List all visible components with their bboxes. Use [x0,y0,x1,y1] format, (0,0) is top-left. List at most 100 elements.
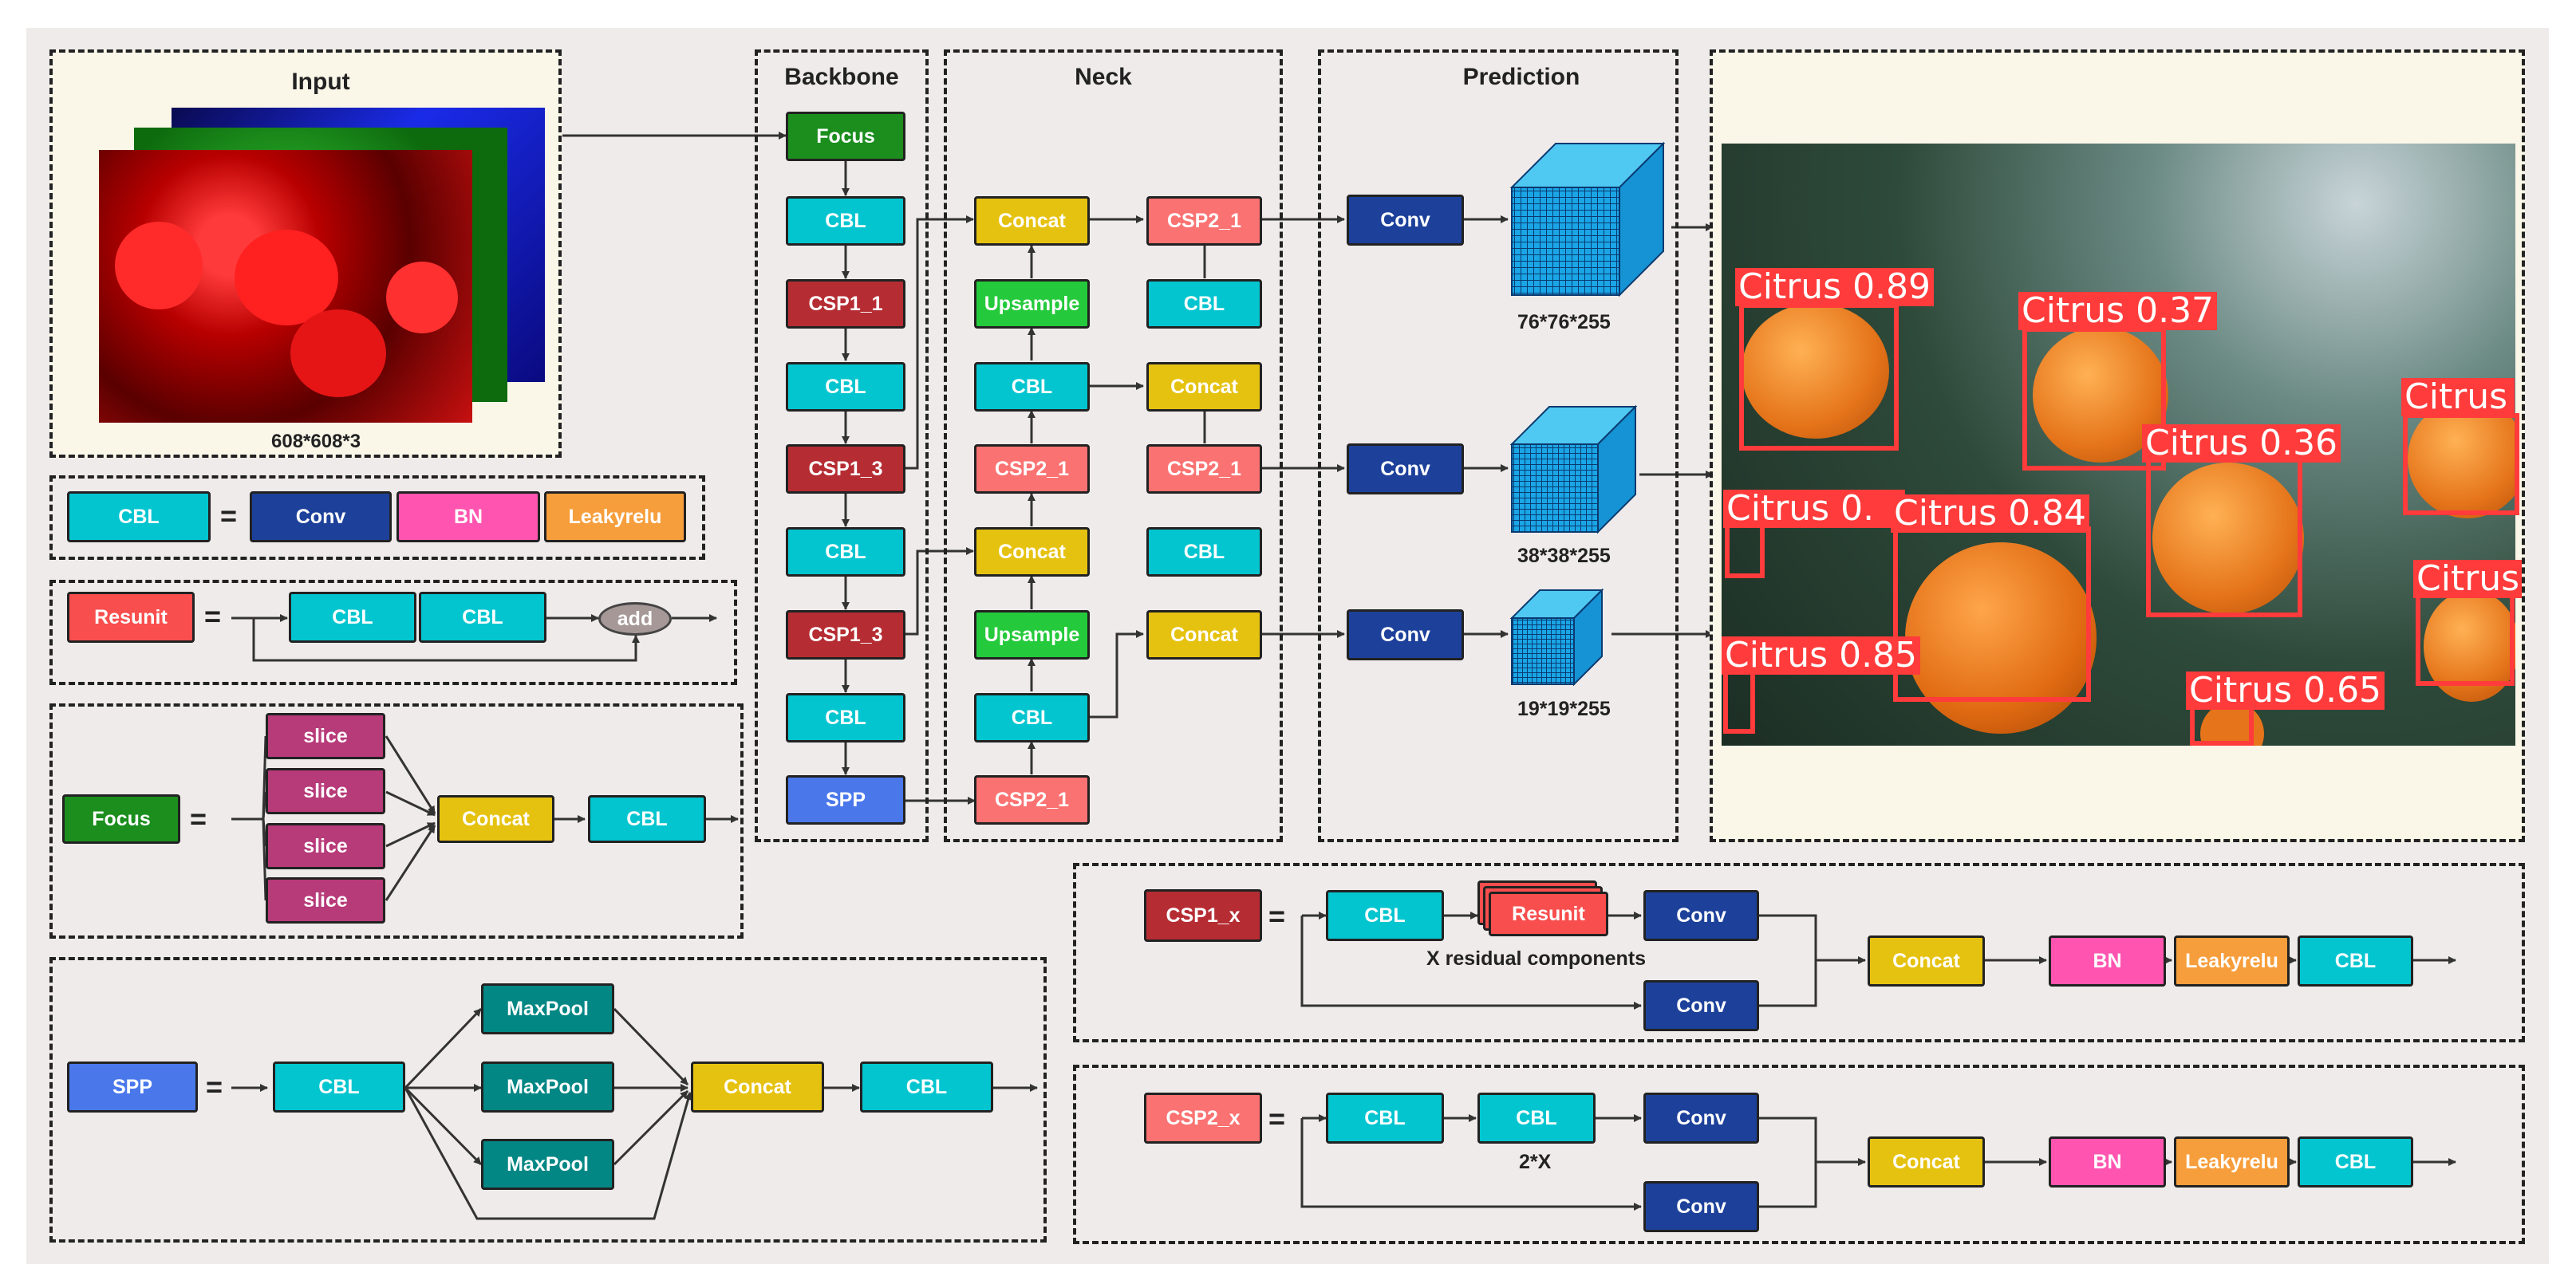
equals-sign: = [220,499,238,532]
neck-csp2-1-block: CSP2_1 [974,775,1090,825]
add-operation: add [598,602,672,636]
neck-output-csp2-1-block: CSP2_1 [1146,444,1262,494]
legend-csp1-x-block: CSP1_x [1144,889,1262,942]
legend-cbl-block: CBL [289,592,416,643]
prediction-conv-block: Conv [1347,195,1464,246]
legend-cbl-block: CBL [419,592,546,643]
prediction-conv-block: Conv [1347,609,1464,660]
backbone-spp-block: SPP [786,775,905,825]
repeat-note: 2*X [1519,1151,1552,1173]
backbone-csp1-1-block: CSP1_1 [786,279,905,329]
legend-cbl-panel [49,475,705,560]
maxpool-block: MaxPool [481,1139,614,1190]
equals-sign: = [1268,900,1286,932]
legend-concat-block: Concat [1868,935,1985,987]
equals-sign: = [206,1070,223,1103]
input-red-channel-image [99,150,472,423]
prediction-title: Prediction [1462,64,1580,90]
residual-components-note: X residual components [1426,947,1647,970]
backbone-cbl-block: CBL [786,527,905,577]
legend-spp-block: SPP [67,1062,198,1113]
maxpool-block: MaxPool [481,983,614,1034]
input-size-label: 608*608*3 [271,431,361,452]
legend-cbl-block: CBL [1326,890,1444,941]
neck-output-concat-block: Concat [1146,610,1262,660]
legend-concat-block: Concat [437,795,554,843]
neck-output-csp2-1-block: CSP2_1 [1146,196,1262,246]
legend-csp2-panel [1073,1065,2525,1244]
detection-box [1739,303,1899,451]
slice-block: slice [266,823,385,869]
prediction-conv-block: Conv [1347,443,1464,494]
detection-box [1893,526,2091,702]
feature-map-cube-38 [1509,404,1638,534]
detection-label: Citrus 0.84 [1891,494,2090,533]
legend-cbl-block: CBL [588,795,706,843]
legend-focus-block: Focus [62,794,180,844]
equals-sign: = [190,802,207,835]
neck-output-cbl-block: CBL [1146,279,1262,329]
feature-map-cube-76 [1509,141,1666,297]
neck-csp2-1-block: CSP2_1 [974,444,1090,494]
backbone-csp1-3-block: CSP1_3 [786,444,905,494]
legend-concat-block: Concat [1868,1136,1985,1188]
legend-conv-block: Conv [250,491,392,542]
detection-label: Citrus 0.85 [1722,636,1921,675]
neck-upsample-block: Upsample [974,610,1090,660]
legend-leakyrelu-block: Leakyrelu [2174,1136,2290,1188]
detection-label: Citrus 0.89 [1735,268,1935,306]
backbone-title: Backbone [784,64,899,90]
slice-block: slice [266,713,385,759]
legend-resunit-panel [49,580,737,685]
legend-resunit-block: Resunit [1489,892,1608,936]
legend-leakyrelu-block: Leakyrelu [2174,935,2290,987]
neck-cbl-block: CBL [974,693,1090,742]
legend-resunit-block: Resunit [67,592,195,643]
neck-concat-block: Concat [974,527,1090,577]
backbone-cbl-block: CBL [786,196,905,246]
detection-label: Citrus 0. [1723,490,1905,528]
legend-leakyrelu-block: Leakyrelu [544,491,686,542]
slice-block: slice [266,768,385,814]
legend-conv-block: Conv [1643,890,1759,941]
detection-box [2146,448,2302,617]
legend-focus-panel [49,703,744,939]
neck-panel [944,49,1283,842]
legend-cbl-block: CBL [273,1062,405,1113]
backbone-cbl-block: CBL [786,362,905,412]
neck-upsample-block: Upsample [974,279,1090,329]
equals-sign: = [1268,1102,1286,1135]
legend-csp1-panel [1073,863,2525,1042]
prediction-size-label: 76*76*255 [1517,311,1611,333]
legend-bn-block: BN [396,491,540,542]
neck-title: Neck [1075,64,1132,90]
slice-block: slice [266,877,385,924]
backbone-cbl-block: CBL [786,693,905,742]
legend-cbl-block: CBL [1326,1093,1444,1144]
legend-cbl-block: CBL [1477,1093,1596,1144]
prediction-size-label: 38*38*255 [1517,545,1611,567]
legend-bn-block: BN [2049,935,2166,987]
neck-concat-block: Concat [974,196,1090,246]
backbone-panel [755,49,929,842]
backbone-csp1-3-block: CSP1_3 [786,610,905,660]
neck-output-cbl-block: CBL [1146,527,1262,577]
detection-label: Citrus 0.36 [2142,424,2341,463]
prediction-panel [1318,49,1679,842]
detection-label: Citrus 0.37 [2018,292,2218,330]
backbone-focus-block: Focus [786,112,905,161]
legend-cbl-block: CBL [2298,935,2413,987]
detection-box [2403,413,2519,515]
input-title: Input [291,69,350,95]
legend-spp-panel [49,957,1047,1243]
maxpool-block: MaxPool [481,1062,614,1113]
legend-cbl-block: CBL [2298,1136,2413,1188]
detection-label: Citrus [2401,378,2515,416]
legend-cbl-block: CBL [860,1062,993,1113]
detection-label: Citrus 0.65 [2186,672,2385,710]
prediction-size-label: 19*19*255 [1517,698,1611,720]
legend-conv-block: Conv [1643,1181,1759,1232]
equals-sign: = [204,600,222,632]
neck-cbl-block: CBL [974,362,1090,412]
